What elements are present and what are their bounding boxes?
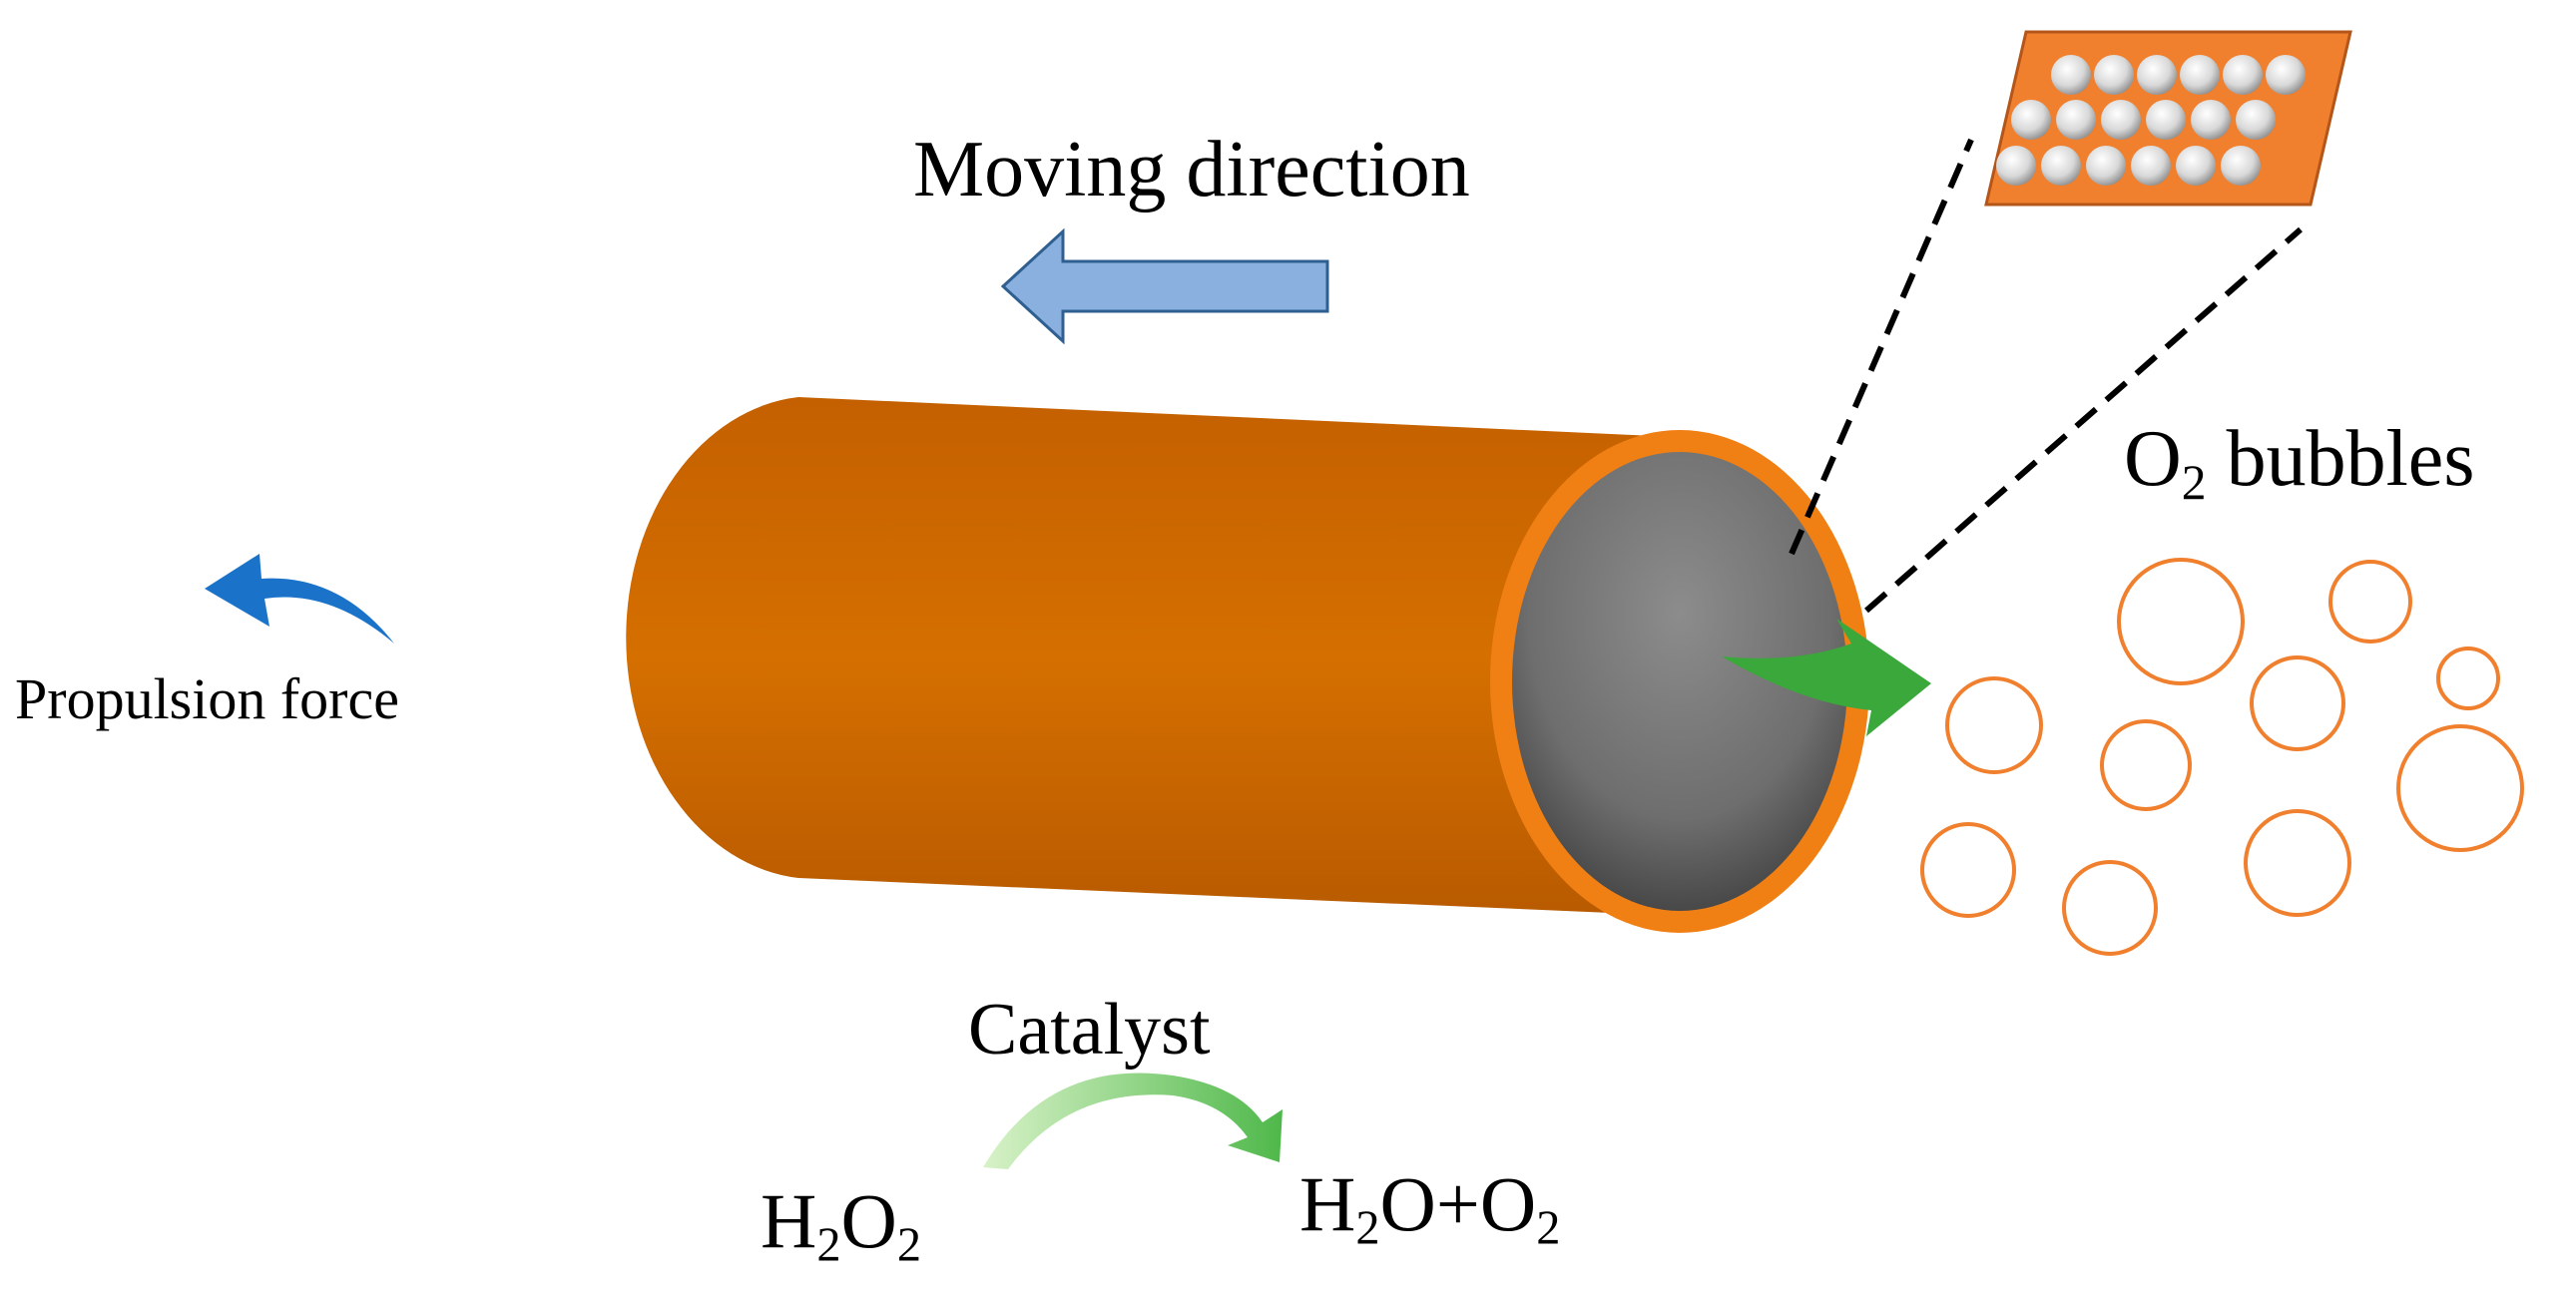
bubble-3 [2436,647,2500,710]
pore-1 [2051,55,2091,95]
reactant-sub-1: 2 [816,1218,841,1272]
products-sub-2: 2 [1536,1201,1561,1255]
bubble-9 [2062,860,2158,956]
microtube [626,397,1869,933]
curved-reaction-arrow-icon [983,1073,1283,1169]
bubbles-subscript: 2 [2181,454,2207,510]
bubble-1 [2117,558,2245,685]
pore-8 [2056,100,2096,140]
porous-membrane-inset [1984,30,2352,207]
bubbles-word: bubbles [2206,415,2475,503]
pore-6 [2266,55,2306,95]
reactant-o: O [840,1177,897,1264]
left-arrow-icon [1000,227,1329,345]
tube-body [626,397,1727,918]
bubble-7 [2396,724,2524,852]
bubble-4 [1945,676,2043,774]
curved-arrow-icon [205,554,394,644]
pore-4 [2180,55,2220,95]
pore-17 [2176,146,2216,186]
o2-bubbles-label: O2 bubbles [2124,419,2474,507]
catalyst-label: Catalyst [968,989,1211,1071]
products-sub-1: 2 [1355,1201,1380,1255]
pore-9 [2101,100,2141,140]
pore-3 [2137,55,2177,95]
zoom-line-1 [1789,138,1974,556]
bubble-5 [2100,719,2192,811]
pore-5 [2223,55,2263,95]
pore-7 [2011,100,2051,140]
pore-12 [2236,100,2276,140]
reactant-h2o2-label: H2O2 [761,1182,921,1270]
products-label: H2O+O2 [1299,1165,1560,1253]
pore-13 [1996,146,2036,186]
reactant-h: H [761,1177,817,1264]
pore-16 [2131,146,2171,186]
pore-14 [2041,146,2081,186]
pore-11 [2191,100,2231,140]
pore-18 [2221,146,2261,186]
products-h: H [1299,1160,1356,1247]
oxygen-bubbles [1920,558,2524,956]
moving-direction-label: Moving direction [913,126,1470,214]
pore-2 [2094,55,2134,95]
bubbles-o: O [2124,415,2182,503]
zoom-line-2 [1864,226,2303,614]
outflow-arrow [1722,619,1931,736]
reactant-sub-2: 2 [896,1218,922,1272]
bubble-10 [2244,809,2351,917]
bubble-8 [1920,822,2016,918]
pore-15 [2086,146,2126,186]
products-rest: O+O [1379,1160,1537,1247]
tube-inner [1512,452,1847,911]
bubble-2 [2328,560,2412,644]
membrane-pores [1996,55,2306,186]
bubble-6 [2250,655,2345,751]
propulsion-force-label: Propulsion force [15,666,399,731]
pore-10 [2146,100,2186,140]
